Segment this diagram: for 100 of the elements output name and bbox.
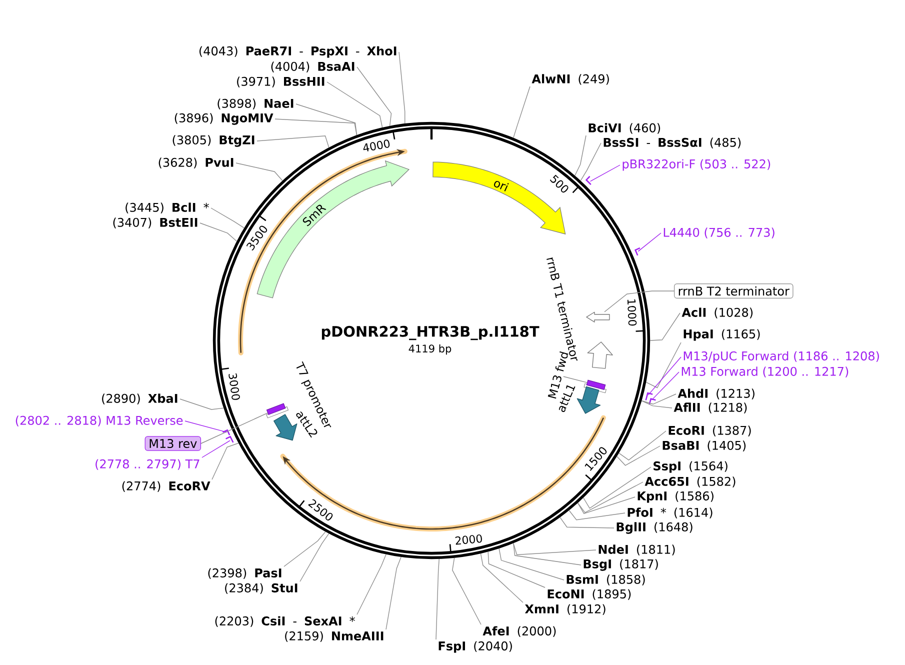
restriction-site-label: (3898) NaeI bbox=[218, 98, 294, 110]
primer-label: (2802 .. 2818) M13 Reverse bbox=[16, 416, 183, 426]
feature-callout-box: rrnB T2 terminator bbox=[674, 284, 794, 298]
terminator-marker bbox=[586, 312, 610, 322]
leader-line bbox=[274, 118, 358, 136]
primer-label: M13 Forward (1200 .. 1217) bbox=[682, 366, 848, 378]
primer-mark bbox=[226, 436, 234, 443]
tick-label: 1000 bbox=[627, 299, 637, 326]
leader-line bbox=[641, 400, 672, 408]
leader-line bbox=[577, 496, 636, 514]
leader-line bbox=[513, 86, 530, 138]
leader-line bbox=[604, 290, 674, 312]
leader-line bbox=[498, 548, 564, 580]
leader-line bbox=[577, 482, 644, 514]
restriction-site-label: KpnI (1586) bbox=[638, 491, 714, 503]
restriction-site-label: EcoRI (1387) bbox=[668, 426, 751, 436]
restriction-site-label: BsaBI (1405) bbox=[662, 440, 746, 452]
leader-line bbox=[202, 440, 230, 458]
restriction-site-label: (2159) NmeAIII bbox=[285, 631, 384, 642]
leader-line bbox=[296, 104, 358, 136]
plasmid-length: 4119 bp bbox=[408, 344, 452, 355]
leader-line bbox=[398, 52, 406, 124]
restriction-site-label: XmnI (1912) bbox=[524, 604, 606, 615]
restriction-site-label: (4004) BsaAI bbox=[271, 62, 354, 72]
tick-label: 4000 bbox=[363, 140, 390, 152]
restriction-site-label: SspI (1564) bbox=[654, 461, 728, 473]
leader-line bbox=[200, 222, 238, 242]
leader-line bbox=[256, 135, 330, 148]
leader-line bbox=[618, 430, 666, 460]
restriction-site-label: BciVI (460) bbox=[588, 123, 660, 134]
restriction-site-label: (3896) NgoMIV bbox=[174, 113, 274, 125]
tick-label: 500 bbox=[550, 174, 568, 193]
restriction-site-label: FspI (2040) bbox=[438, 641, 512, 653]
restriction-site-label: (3407) BstEII bbox=[113, 218, 198, 228]
leader-line bbox=[488, 551, 546, 588]
restriction-site-label: Acc65I (1582) bbox=[644, 476, 736, 488]
leader-line bbox=[284, 531, 326, 567]
primer-site-marker bbox=[266, 403, 288, 418]
leader-line bbox=[212, 442, 239, 480]
restriction-site-label: (3628) PvuI bbox=[158, 158, 234, 168]
restriction-site-label: BsmI (1858) bbox=[566, 574, 645, 586]
restriction-site-label: AhdI (1213) bbox=[678, 388, 754, 400]
leader-line bbox=[386, 556, 402, 630]
restriction-site-label: BssSI - BssSαI (485) bbox=[604, 138, 741, 148]
leader-line bbox=[184, 420, 228, 433]
leader-line bbox=[574, 135, 586, 176]
restriction-site-label: (2384) StuI bbox=[225, 583, 298, 594]
leader-line bbox=[236, 162, 283, 181]
leader-line bbox=[210, 208, 244, 228]
leader-line bbox=[560, 517, 614, 528]
leader-line bbox=[480, 553, 524, 603]
leader-line bbox=[452, 558, 482, 625]
leader-line bbox=[356, 66, 392, 126]
primer-mark bbox=[634, 247, 640, 256]
leader-line bbox=[641, 394, 676, 405]
primer-mark bbox=[648, 398, 656, 405]
leader-line bbox=[646, 342, 682, 388]
leader-line bbox=[326, 82, 383, 128]
leader-line bbox=[616, 446, 660, 466]
restriction-site-label: BglII (1648) bbox=[616, 522, 692, 534]
leader-line bbox=[583, 466, 652, 509]
leader-line bbox=[650, 312, 680, 341]
restriction-site-label: (4043) PaeR7I - PspXI - XhoI bbox=[199, 46, 396, 58]
restriction-site-label: (3971) BssHII bbox=[237, 76, 324, 88]
feature-callout-box: M13 rev bbox=[144, 436, 201, 451]
restriction-site-label: EcoNI (1895) bbox=[548, 589, 631, 600]
leader-line bbox=[180, 398, 224, 410]
primer-label: M13/pUC Forward (1186 .. 1208) bbox=[684, 351, 879, 363]
restriction-site-label: BsgI (1817) bbox=[584, 559, 658, 571]
primer-label: pBR322ori-F (503 .. 522) bbox=[622, 159, 770, 171]
feature-label: attL1 bbox=[558, 385, 576, 412]
primer-mark bbox=[222, 429, 230, 436]
restriction-site-label: (2774) EcoRV bbox=[122, 481, 210, 492]
restriction-site-label: AflII (1218) bbox=[674, 402, 747, 414]
leader-line bbox=[513, 542, 582, 566]
restriction-site-label: AclI (1028) bbox=[682, 308, 753, 318]
tick-label: 2000 bbox=[455, 534, 482, 545]
leader-line bbox=[590, 164, 620, 182]
leader-line bbox=[356, 554, 386, 615]
leader-line bbox=[436, 558, 440, 640]
restriction-site-label: (2203) CsiI - SexAI* bbox=[215, 616, 355, 627]
primer-mark bbox=[645, 392, 653, 400]
primer-mark bbox=[585, 176, 592, 185]
restriction-site-label: (3805) BtgZI bbox=[172, 135, 254, 147]
leader-line bbox=[580, 142, 602, 181]
restriction-site-label: (3445) BclI* bbox=[126, 202, 209, 214]
plasmid-name: pDONR223_HTR3B_p.I118T bbox=[322, 326, 540, 340]
leader-line bbox=[568, 510, 626, 520]
leader-line bbox=[513, 542, 596, 556]
primer-label: L4440 (756 .. 773) bbox=[664, 228, 774, 238]
leader-line bbox=[648, 356, 682, 396]
primer-label: (2778 .. 2797) T7 bbox=[96, 459, 200, 470]
restriction-site-label: (2890) XbaI bbox=[102, 394, 178, 404]
leader-line bbox=[651, 372, 680, 400]
restriction-site-label: AfeI (2000) bbox=[482, 626, 556, 637]
tick-label: 3000 bbox=[228, 373, 240, 400]
leader-line bbox=[300, 533, 330, 582]
restriction-site-label: HpaI (1165) bbox=[684, 329, 760, 341]
restriction-site-label: (2398) PasI bbox=[208, 568, 282, 579]
restriction-site-label: AlwNI (249) bbox=[532, 74, 609, 85]
